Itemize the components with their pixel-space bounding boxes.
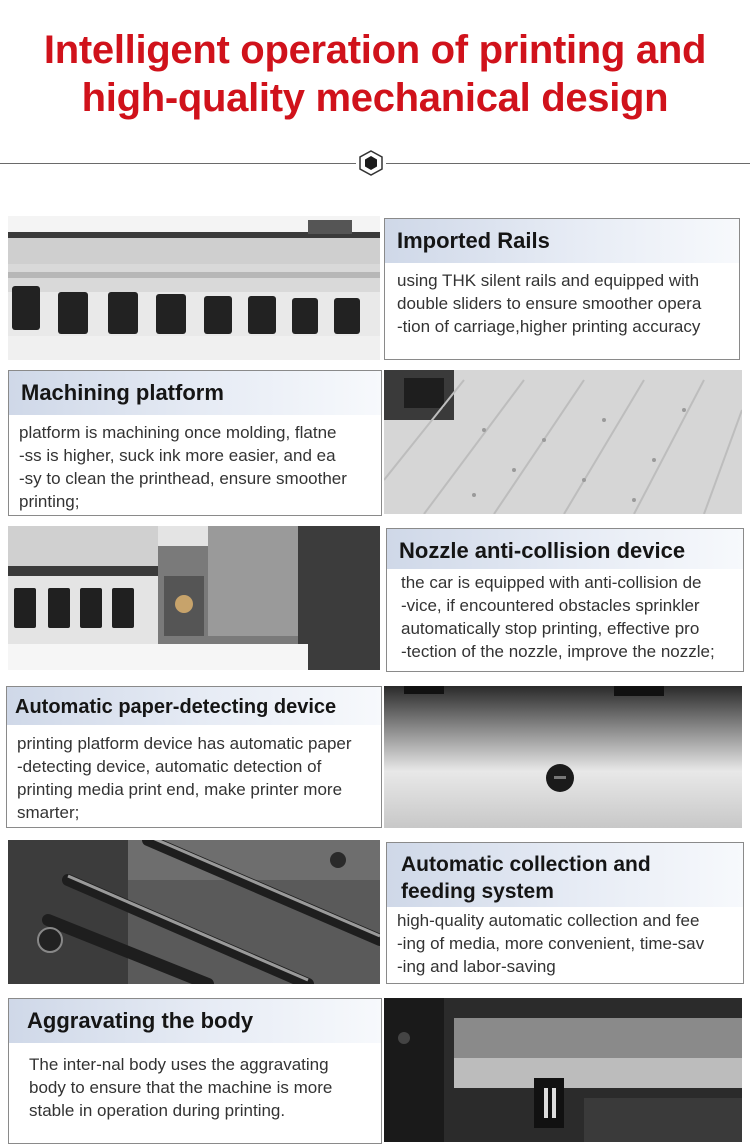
- description-line: -sy to clean the printhead, ensure smoot…: [19, 469, 347, 488]
- feature-card-body: Aggravating the body The inter-nal body …: [8, 998, 382, 1144]
- page-title: Intelligent operation of printing and hi…: [0, 26, 750, 122]
- hexagon-icon: [358, 150, 384, 176]
- carriage-photo: [8, 526, 380, 670]
- rollers-photo: [8, 840, 380, 984]
- card-title: Machining platform: [21, 380, 224, 405]
- description-line: printing platform device has automatic p…: [17, 734, 352, 753]
- description-line: printing;: [19, 492, 80, 511]
- description-line: -vice, if encountered obstacles sprinkle…: [401, 596, 700, 615]
- description-line: the car is equipped with anti-collision …: [401, 573, 702, 592]
- card-header: Automatic collection and feeding system: [387, 843, 743, 907]
- card-description: platform is machining once molding, flat…: [19, 421, 347, 513]
- feature-card-paper-detect: Automatic paper-detecting device printin…: [6, 686, 382, 828]
- sensor-photo: [384, 686, 742, 828]
- feature-card-feeding: Automatic collection and feeding system …: [386, 842, 744, 984]
- card-description: using THK silent rails and equipped with…: [397, 269, 701, 338]
- card-title: Imported Rails: [397, 228, 550, 253]
- description-line: The inter-nal body uses the aggravating: [29, 1055, 329, 1074]
- description-line: -ss is higher, suck ink more easier, and…: [19, 446, 336, 465]
- card-header: Machining platform: [9, 371, 381, 415]
- card-title-line-2: feeding system: [401, 880, 554, 903]
- description-line: -ing of media, more convenient, time-sav: [397, 934, 705, 953]
- description-line: using THK silent rails and equipped with: [397, 271, 700, 290]
- description-line: -detecting device, automatic detection o…: [17, 757, 322, 776]
- description-line: smarter;: [17, 803, 80, 822]
- description-line: body to ensure that the machine is more: [29, 1078, 333, 1097]
- card-title: Nozzle anti-collision device: [399, 538, 686, 563]
- body-photo: [384, 998, 742, 1142]
- card-title-line-1: Automatic collection and: [401, 853, 651, 876]
- card-description: high-quality automatic collection and fe…: [397, 909, 704, 978]
- feature-card-nozzle: Nozzle anti-collision device the car is …: [386, 528, 744, 672]
- card-header: Automatic paper-detecting device: [7, 687, 381, 725]
- description-line: -tion of carriage,higher printing accura…: [397, 317, 701, 336]
- card-header: Aggravating the body: [9, 999, 381, 1043]
- feature-card-platform: Machining platform platform is machining…: [8, 370, 382, 516]
- feature-card-rails: Imported Rails using THK silent rails an…: [384, 218, 740, 360]
- card-title: Automatic collection and feeding system: [401, 851, 651, 905]
- card-title: Aggravating the body: [27, 1008, 254, 1033]
- rails-photo: [8, 216, 380, 360]
- card-description: the car is equipped with anti-collision …: [401, 571, 715, 663]
- description-line: high-quality automatic collection and fe…: [397, 911, 700, 930]
- divider-right: [386, 163, 750, 164]
- card-description: The inter-nal body uses the aggravating …: [29, 1053, 332, 1122]
- description-line: automatically stop printing, effective p…: [401, 619, 700, 638]
- description-line: -tection of the nozzle, improve the nozz…: [401, 642, 715, 661]
- card-header: Imported Rails: [385, 219, 739, 263]
- page-title-line-1: Intelligent operation of printing and: [43, 28, 707, 72]
- description-line: printing media print end, make printer m…: [17, 780, 343, 799]
- description-line: double sliders to ensure smoother opera: [397, 294, 702, 313]
- platform-photo: [384, 370, 742, 514]
- card-header: Nozzle anti-collision device: [387, 529, 743, 569]
- description-line: platform is machining once molding, flat…: [19, 423, 337, 442]
- page-title-line-2: high-quality mechanical design: [81, 76, 669, 120]
- card-description: printing platform device has automatic p…: [17, 732, 352, 824]
- card-title: Automatic paper-detecting device: [15, 696, 337, 718]
- divider-left: [0, 163, 356, 164]
- description-line: stable in operation during printing.: [29, 1101, 286, 1120]
- description-line: -ing and labor-saving: [397, 957, 556, 976]
